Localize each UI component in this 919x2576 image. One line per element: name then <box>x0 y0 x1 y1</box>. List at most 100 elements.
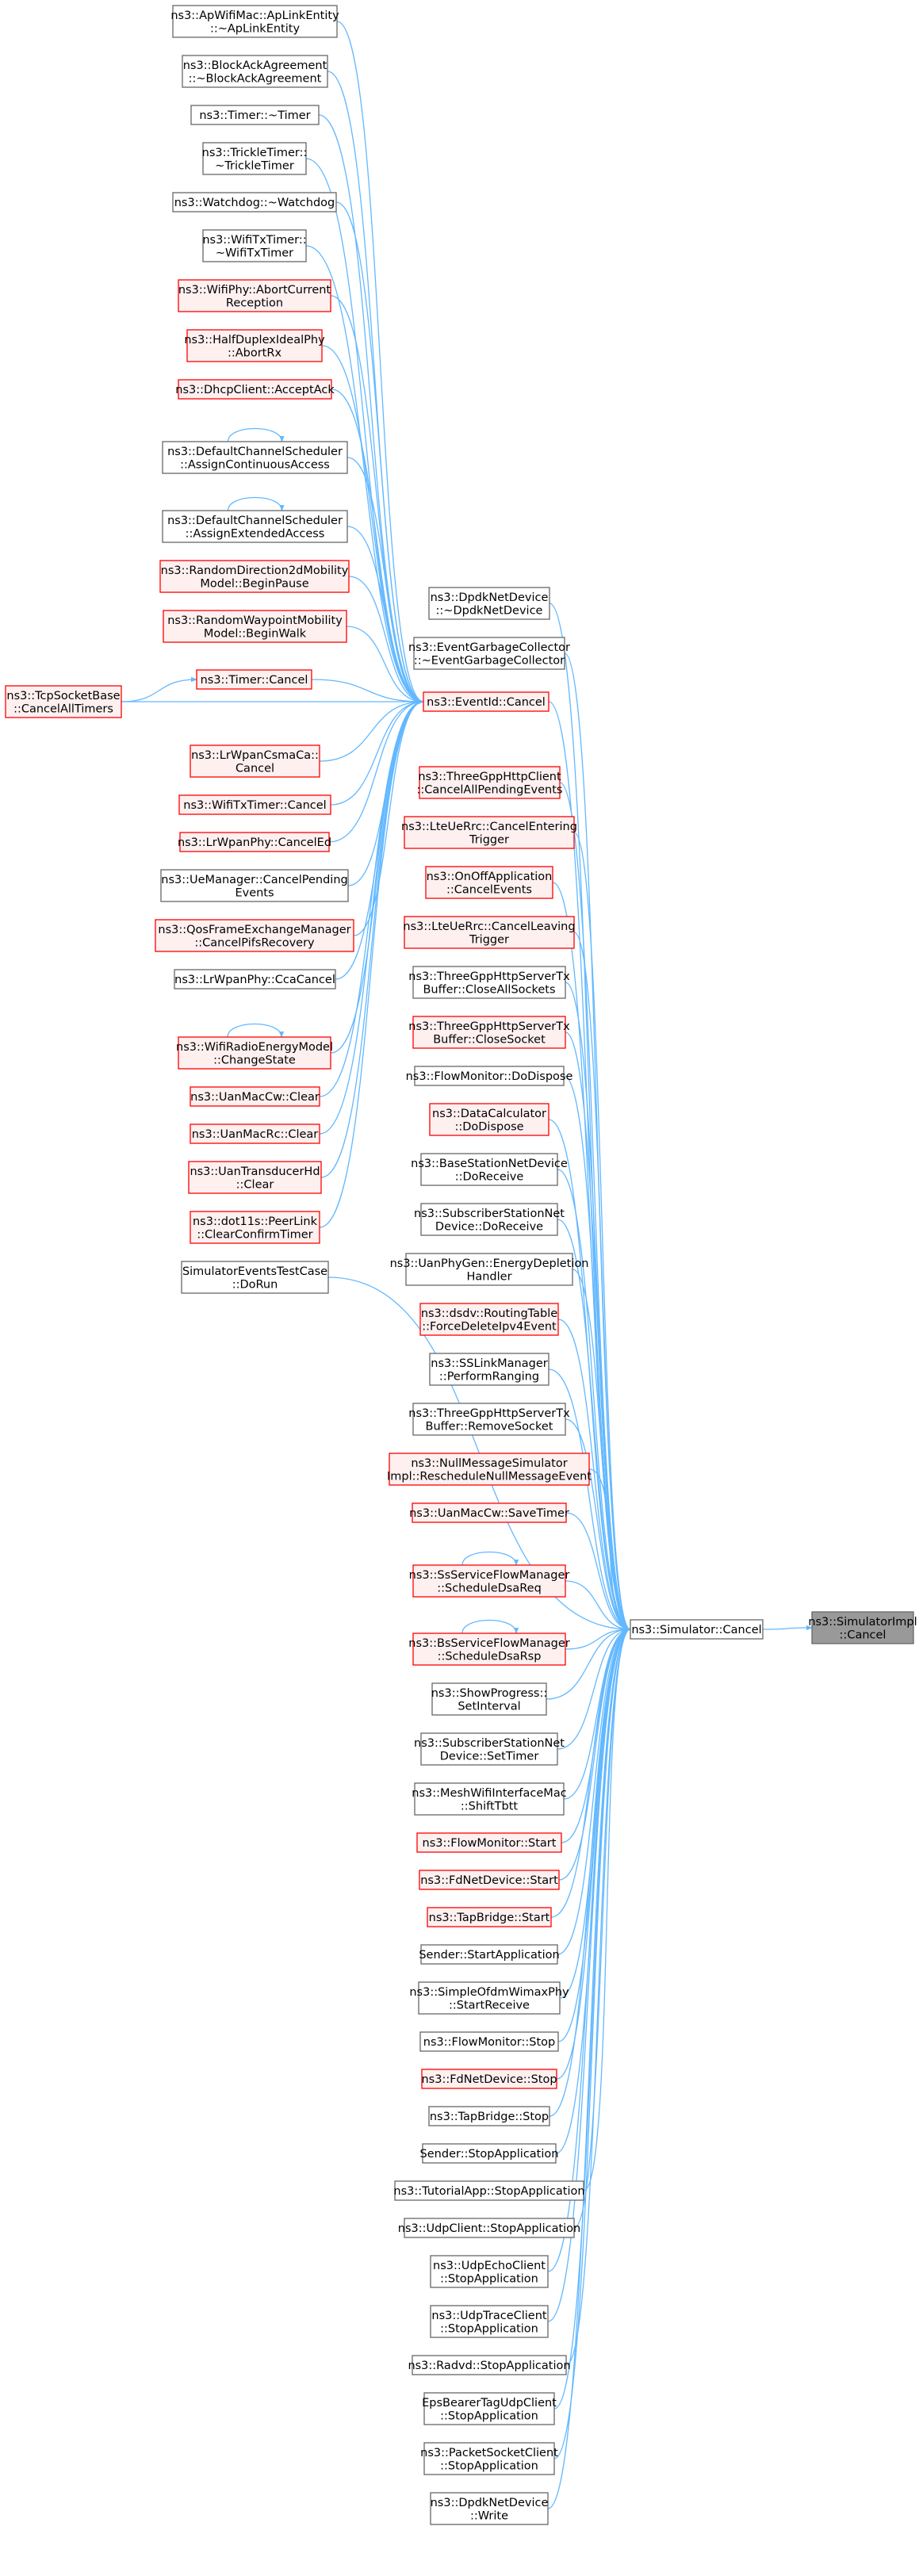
node-box[interactable] <box>421 2069 557 2089</box>
node-box[interactable] <box>404 916 575 949</box>
graph-node-b26[interactable]: ns3::TapBridge::Start <box>427 1907 552 1927</box>
node-box[interactable] <box>190 1123 320 1144</box>
graph-node-b22[interactable]: ns3::SubscriberStationNetDevice::SetTime… <box>414 1732 565 1766</box>
graph-node-a15[interactable]: ns3::WifiTxTimer::Cancel <box>178 794 331 815</box>
node-box[interactable] <box>196 669 312 690</box>
graph-node-b37[interactable]: ns3::Radvd::StopApplication <box>408 2355 571 2375</box>
graph-node-b8[interactable]: ns3::ThreeGppHttpServerTxBuffer::CloseSo… <box>408 1016 570 1049</box>
node-box[interactable] <box>423 2392 555 2425</box>
node-box[interactable] <box>630 1619 764 1640</box>
graph-node-b31[interactable]: ns3::TapBridge::Stop <box>428 2106 550 2126</box>
node-box[interactable] <box>423 691 549 712</box>
graph-node-b5[interactable]: ns3::OnOffApplication::CancelEvents <box>425 866 553 899</box>
graph-node-b24[interactable]: ns3::FlowMonitor::Start <box>416 1832 562 1853</box>
graph-node-a23[interactable]: ns3::UanTransducerHd::Clear <box>188 1161 322 1194</box>
node-box[interactable] <box>419 2031 559 2052</box>
node-box[interactable] <box>186 329 323 362</box>
node-box[interactable] <box>188 1161 322 1194</box>
graph-node-b36[interactable]: ns3::UdpTraceClient::StopApplication <box>430 2305 549 2338</box>
graph-node-b12[interactable]: ns3::SubscriberStationNetDevice::DoRecei… <box>414 1203 565 1236</box>
graph-node-b20[interactable]: ns3::BsServiceFlowManager::ScheduleDsaRs… <box>408 1632 570 1666</box>
node-box[interactable] <box>419 766 561 799</box>
node-box[interactable] <box>427 1907 552 1927</box>
node-box[interactable] <box>420 1153 558 1186</box>
graph-node-a24[interactable]: ns3::dot11s::PeerLink::ClearConfirmTimer <box>190 1211 320 1244</box>
graph-node-eventid[interactable]: ns3::EventId::Cancel <box>423 691 549 712</box>
node-box[interactable] <box>389 1453 590 1486</box>
node-box[interactable] <box>163 610 347 643</box>
node-box[interactable] <box>182 55 328 88</box>
node-box[interactable] <box>404 816 575 849</box>
node-box[interactable] <box>178 379 332 400</box>
graph-node-b28[interactable]: ns3::SimpleOfdmWimaxPhy::StartReceive <box>409 1981 569 2015</box>
node-box[interactable] <box>414 1066 565 1086</box>
node-box[interactable] <box>420 1203 558 1236</box>
graph-node-a1[interactable]: ns3::ApWifiMac::ApLinkEntity::~ApLinkEnt… <box>170 5 339 38</box>
node-box[interactable] <box>172 192 337 212</box>
graph-node-b32[interactable]: Sender::StopApplication <box>420 2143 559 2164</box>
node-box[interactable] <box>412 1016 566 1049</box>
graph-node-b19[interactable]: ns3::SsServiceFlowManager::ScheduleDsaRe… <box>409 1564 570 1598</box>
node-box[interactable] <box>162 510 348 543</box>
node-box[interactable] <box>430 2305 549 2338</box>
graph-node-timercancel[interactable]: ns3::Timer::Cancel <box>196 669 312 690</box>
graph-node-a14[interactable]: ns3::LrWpanCsmaCa::Cancel <box>190 744 320 778</box>
node-box[interactable] <box>419 1303 559 1336</box>
node-box[interactable] <box>190 1211 320 1244</box>
node-box[interactable] <box>413 637 565 670</box>
node-box[interactable] <box>419 1870 560 1890</box>
graph-node-tcpsock[interactable]: ns3::TcpSocketBase::CancelAllTimers <box>5 685 122 718</box>
graph-node-b17[interactable]: ns3::NullMessageSimulatorImpl::Reschedul… <box>387 1453 592 1486</box>
graph-node-b16[interactable]: ns3::ThreeGppHttpServerTxBuffer::RemoveS… <box>408 1403 570 1436</box>
graph-node-b33[interactable]: ns3::TutorialApp::StopApplication <box>393 2180 585 2201</box>
graph-node-a4[interactable]: ns3::TrickleTimer::~TrickleTimer <box>202 142 308 175</box>
graph-node-b25[interactable]: ns3::FdNetDevice::Start <box>419 1870 560 1890</box>
node-box[interactable] <box>811 1611 914 1644</box>
node-box[interactable] <box>425 866 553 899</box>
node-box[interactable] <box>430 2492 549 2525</box>
node-box[interactable] <box>404 2218 575 2238</box>
node-box[interactable] <box>420 1944 558 1965</box>
node-box[interactable] <box>412 2355 567 2375</box>
node-box[interactable] <box>412 1564 566 1598</box>
graph-node-a20[interactable]: ns3::WifiRadioEnergyModel::ChangeState <box>176 1036 333 1070</box>
node-box[interactable] <box>414 1782 565 1816</box>
graph-node-a19[interactable]: ns3::LrWpanPhy::CcaCancel <box>174 969 336 989</box>
node-box[interactable] <box>172 5 338 38</box>
node-box[interactable] <box>174 969 336 989</box>
node-box[interactable] <box>431 1682 547 1716</box>
graph-node-a2[interactable]: ns3::BlockAckAgreement::~BlockAckAgreeme… <box>182 55 328 88</box>
graph-node-b29[interactable]: ns3::FlowMonitor::Stop <box>419 2031 559 2052</box>
node-box[interactable] <box>429 1103 549 1136</box>
graph-node-a12[interactable]: ns3::RandomDirection2dMobilityModel::Beg… <box>159 560 350 593</box>
graph-node-b18[interactable]: ns3::UanMacCw::SaveTimer <box>409 1502 569 1523</box>
node-box[interactable] <box>420 1732 558 1766</box>
graph-node-a5[interactable]: ns3::Watchdog::~Watchdog <box>172 192 337 212</box>
node-box[interactable] <box>202 142 307 175</box>
node-box[interactable] <box>178 794 331 815</box>
graph-node-a11[interactable]: ns3::DefaultChannelScheduler::AssignExte… <box>162 510 348 543</box>
graph-node-b40[interactable]: ns3::DpdkNetDevice::Write <box>430 2492 549 2525</box>
graph-node-b39[interactable]: ns3::PacketSocketClient::StopApplication <box>420 2442 558 2475</box>
graph-node-a21[interactable]: ns3::UanMacCw::Clear <box>190 1086 320 1107</box>
node-box[interactable] <box>181 1261 329 1294</box>
graph-node-a8[interactable]: ns3::HalfDuplexIdealPhy::AbortRx <box>184 329 325 362</box>
node-box[interactable] <box>429 1353 549 1386</box>
node-box[interactable] <box>190 105 320 125</box>
node-box[interactable] <box>160 869 349 902</box>
node-box[interactable] <box>202 229 307 262</box>
graph-node-b35[interactable]: ns3::UdpEchoClient::StopApplication <box>430 2255 549 2288</box>
graph-node-b2[interactable]: ns3::EventGarbageCollector::~EventGarbag… <box>408 637 570 670</box>
node-box[interactable] <box>178 279 331 312</box>
graph-node-b14[interactable]: ns3::dsdv::RoutingTable::ForceDeleteIpv4… <box>419 1303 559 1336</box>
node-box[interactable] <box>405 1253 573 1286</box>
node-box[interactable] <box>412 966 566 999</box>
graph-node-a9[interactable]: ns3::DhcpClient::AcceptAck <box>175 379 335 400</box>
graph-node-b1[interactable]: ns3::DpdkNetDevice::~DpdkNetDevice <box>428 587 550 620</box>
node-box[interactable] <box>394 2180 584 2201</box>
node-box[interactable] <box>418 1981 561 2015</box>
graph-node-a25[interactable]: SimulatorEventsTestCase::DoRun <box>181 1261 329 1294</box>
